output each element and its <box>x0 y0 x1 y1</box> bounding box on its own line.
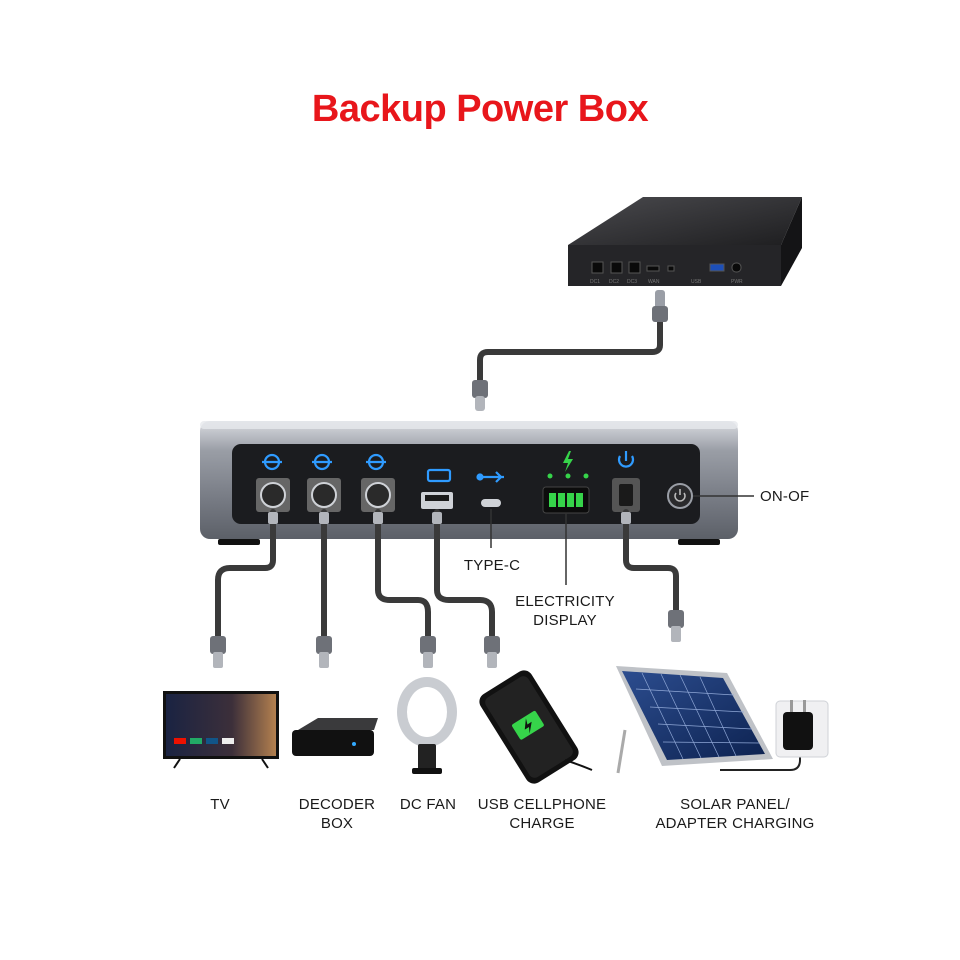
dc-port-3 <box>361 478 395 512</box>
router-device: DC1 DC2 DC3 WAN USB PWR <box>568 197 802 286</box>
fan-icon <box>397 677 457 774</box>
dc-port-1 <box>256 478 290 512</box>
tv-label: TV <box>210 796 230 813</box>
power-box <box>200 421 738 545</box>
dc-output-icon-2 <box>312 453 332 471</box>
cable-plugs <box>210 512 684 668</box>
router-cable <box>472 290 668 411</box>
svg-text:USB: USB <box>691 279 702 285</box>
battery-display <box>542 486 590 514</box>
adapter-icon <box>775 700 829 758</box>
decoder-box-label: DECODER BOX <box>287 795 387 833</box>
smartphone-icon <box>479 670 593 784</box>
dc-output-icon-3 <box>366 453 386 471</box>
solar-adapter-label: SOLAR PANEL/ ADAPTER CHARGING <box>640 795 830 833</box>
usb-icon <box>476 471 504 483</box>
svg-text:DC3: DC3 <box>627 279 637 285</box>
decoder-line-1: DECODER <box>298 796 376 813</box>
solar-line-2: ADAPTER CHARGING <box>655 815 815 832</box>
svg-text:DC2: DC2 <box>609 279 619 285</box>
power-button-icon <box>617 451 635 468</box>
solar-panel-icon <box>616 666 801 774</box>
svg-text:PWR: PWR <box>731 279 743 285</box>
cellphone-line-1: USB CELLPHONE <box>477 796 607 813</box>
usb-cellphone-label: USB CELLPHONE CHARGE <box>468 795 616 833</box>
decoder-box-icon <box>292 718 378 756</box>
electricity-display-line-2: DISPLAY <box>533 612 597 629</box>
on-off-button <box>667 483 693 509</box>
svg-text:DC1: DC1 <box>590 279 600 285</box>
output-cables <box>215 509 679 643</box>
cellphone-line-2: CHARGE <box>509 815 575 832</box>
usb-c-port <box>481 499 501 507</box>
electricity-display-line-1: ELECTRICITY <box>515 593 615 610</box>
solar-line-1: SOLAR PANEL/ <box>680 796 790 813</box>
type-c-label: TYPE-C <box>463 557 521 574</box>
lightning-icon <box>563 451 573 472</box>
dc-fan-label: DC FAN <box>399 796 457 813</box>
tv-icon <box>163 691 279 769</box>
usb-a-port <box>421 492 453 509</box>
usb-a-icon <box>426 468 452 483</box>
on-off-label: ON-OF <box>760 488 810 505</box>
diagram-title: Backup Power Box <box>311 88 649 130</box>
electricity-display-label: ELECTRICITY DISPLAY <box>505 592 625 630</box>
dc-port-2 <box>307 478 341 512</box>
dc-input-port <box>612 478 640 512</box>
dc-output-icon-1 <box>262 453 282 471</box>
decoder-line-2: BOX <box>320 815 354 832</box>
svg-text:WAN: WAN <box>648 279 660 285</box>
callout-lines <box>490 495 754 585</box>
